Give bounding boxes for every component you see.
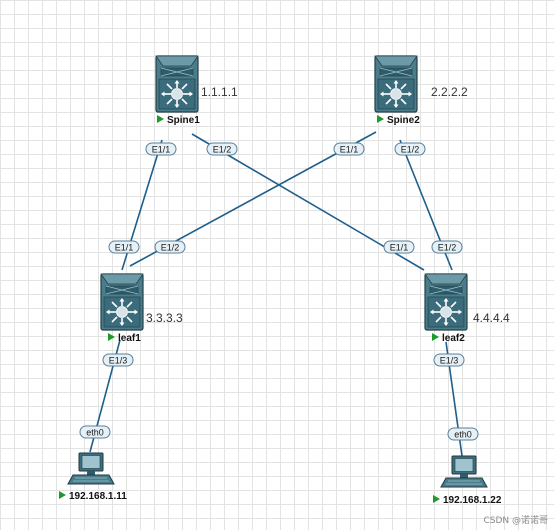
port-label-spine1-e1-1: E1/1 xyxy=(145,142,177,156)
status-arrow-icon xyxy=(108,333,115,341)
node-leaf2[interactable]: leaf2 4.4.4.4 xyxy=(424,273,510,344)
svg-text:E1/1: E1/1 xyxy=(115,243,134,253)
node-label-leaf1: leaf1 xyxy=(118,333,141,344)
loopback-leaf1: 3.3.3.3 xyxy=(146,311,183,325)
svg-text:E1/2: E1/2 xyxy=(213,145,232,155)
port-label-leaf2-e1-2: E1/2 xyxy=(431,240,463,254)
node-spine2[interactable]: Spine2 2.2.2.2 xyxy=(374,55,468,126)
node-label-spine1: Spine1 xyxy=(167,115,200,126)
svg-text:eth0: eth0 xyxy=(454,430,472,440)
node-host1[interactable]: 192.168.1.11 xyxy=(59,452,127,502)
node-spine1[interactable]: Spine1 1.1.1.1 xyxy=(155,55,238,126)
port-label-leaf1-e1-3: E1/3 xyxy=(102,353,134,367)
loopback-spine2: 2.2.2.2 xyxy=(431,85,468,99)
port-label-leaf2-e1-3: E1/3 xyxy=(433,353,465,367)
svg-text:E1/2: E1/2 xyxy=(438,243,457,253)
port-label-leaf2-e1-1: E1/1 xyxy=(383,240,415,254)
node-label-leaf2: leaf2 xyxy=(442,333,465,344)
svg-text:E1/1: E1/1 xyxy=(340,145,359,155)
svg-text:E1/3: E1/3 xyxy=(440,356,459,366)
nexus-switch-icon xyxy=(155,55,199,113)
port-label-host2-eth0: eth0 xyxy=(447,427,479,441)
svg-text:E1/2: E1/2 xyxy=(401,145,420,155)
node-label-host1: 192.168.1.11 xyxy=(69,491,127,502)
status-arrow-icon xyxy=(377,115,384,123)
node-leaf1[interactable]: leaf1 3.3.3.3 xyxy=(100,273,183,344)
svg-text:E1/1: E1/1 xyxy=(390,243,409,253)
svg-text:E1/2: E1/2 xyxy=(161,243,180,253)
status-arrow-icon xyxy=(157,115,164,123)
pc-icon xyxy=(67,452,115,485)
status-arrow-icon xyxy=(433,495,440,503)
port-label-spine2-e1-2: E1/2 xyxy=(394,142,426,156)
svg-text:eth0: eth0 xyxy=(86,428,104,438)
nexus-switch-icon xyxy=(424,273,468,331)
node-host2[interactable]: 192.168.1.22 xyxy=(433,455,502,506)
port-label-leaf1-e1-1: E1/1 xyxy=(108,240,140,254)
port-label-spine1-e1-2: E1/2 xyxy=(206,142,238,156)
loopback-spine1: 1.1.1.1 xyxy=(201,85,238,99)
nexus-switch-icon xyxy=(374,55,418,113)
watermark: CSDN @诺诺哥 xyxy=(483,515,548,526)
status-arrow-icon xyxy=(59,491,66,499)
port-label-spine2-e1-1: E1/1 xyxy=(333,142,365,156)
nexus-switch-icon xyxy=(100,273,144,331)
svg-text:E1/1: E1/1 xyxy=(152,145,171,155)
port-label-host1-eth0: eth0 xyxy=(79,425,111,439)
pc-icon xyxy=(440,455,488,488)
svg-text:E1/3: E1/3 xyxy=(109,356,128,366)
node-label-host2: 192.168.1.22 xyxy=(443,495,502,506)
loopback-leaf2: 4.4.4.4 xyxy=(473,311,510,325)
node-label-spine2: Spine2 xyxy=(387,115,420,126)
port-label-leaf1-e1-2: E1/2 xyxy=(154,240,186,254)
status-arrow-icon xyxy=(432,333,439,341)
